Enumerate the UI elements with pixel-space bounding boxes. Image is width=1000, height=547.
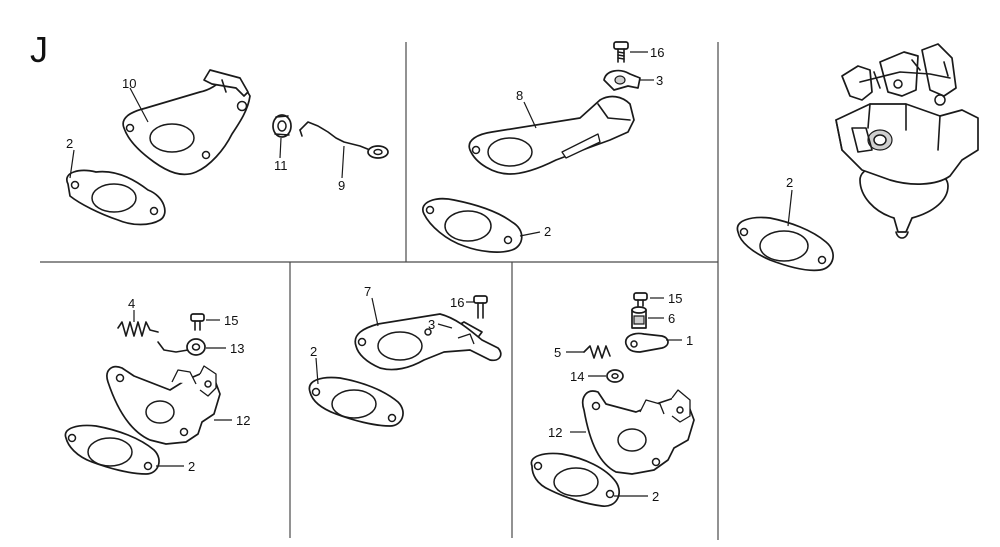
plate-part-8 [468, 95, 635, 175]
gasket-part-2 [64, 424, 160, 475]
lever-part-1 [624, 332, 669, 353]
clamp-part-3 [603, 69, 641, 91]
callout-2: 2 [66, 136, 73, 151]
callout-12: 12 [548, 425, 562, 440]
plate-part-10 [122, 69, 251, 176]
spring-part-5 [583, 345, 611, 359]
carburetor-assembly [835, 43, 979, 239]
callout-13: 13 [230, 341, 244, 356]
gasket-part-2 [421, 197, 523, 253]
section-letter: J [30, 29, 48, 70]
panel-bottom-right: 15 6 1 5 14 12 2 [530, 291, 695, 507]
callout-3: 3 [656, 73, 663, 88]
panel-top-middle: 16 3 8 2 [421, 41, 664, 253]
panel-top-left: 10 2 11 9 [65, 69, 389, 226]
bolt-part-15 [190, 313, 205, 331]
gasket-part-2 [308, 376, 404, 427]
rod-part-9 [299, 121, 389, 159]
callout-3: 3 [428, 317, 435, 332]
joint-part-13 [157, 338, 206, 356]
callout-16: 16 [650, 45, 664, 60]
lever-plate-part-12 [106, 365, 221, 445]
callout-15: 15 [224, 313, 238, 328]
spring-part-4 [117, 321, 159, 337]
bolt-part-16 [473, 295, 488, 319]
collar-part-11 [272, 114, 292, 138]
callout-2: 2 [544, 224, 551, 239]
callout-14: 14 [570, 369, 584, 384]
callout-2: 2 [652, 489, 659, 504]
callout-4: 4 [128, 296, 135, 311]
plate-part-7 [354, 313, 502, 371]
callout-1: 1 [686, 333, 693, 348]
callout-6: 6 [668, 311, 675, 326]
panel-bottom-middle: 7 16 3 2 [308, 284, 502, 427]
callout-5: 5 [554, 345, 561, 360]
panel-bottom-left: 4 15 13 12 2 [64, 296, 250, 475]
callout-2: 2 [310, 344, 317, 359]
callout-10: 10 [122, 76, 136, 91]
lever-plate-part-12 [581, 389, 695, 475]
callout-12: 12 [236, 413, 250, 428]
callout-7: 7 [364, 284, 371, 299]
callout-8: 8 [516, 88, 523, 103]
panel-right: 2 [736, 43, 979, 272]
collar-part-6 [631, 306, 647, 329]
callout-2: 2 [188, 459, 195, 474]
bolt-part-15 [633, 292, 648, 307]
gasket-part-2 [65, 169, 166, 226]
panel-dividers [40, 42, 719, 540]
callout-9: 9 [338, 178, 345, 193]
callout-2: 2 [786, 175, 793, 190]
gasket-part-2 [530, 452, 621, 507]
gasket-part-2 [736, 216, 834, 272]
bolt-part-16 [613, 41, 629, 63]
callout-11: 11 [274, 158, 288, 173]
callout-16: 16 [450, 295, 464, 310]
nut-part-14 [606, 369, 624, 383]
callout-15: 15 [668, 291, 682, 306]
